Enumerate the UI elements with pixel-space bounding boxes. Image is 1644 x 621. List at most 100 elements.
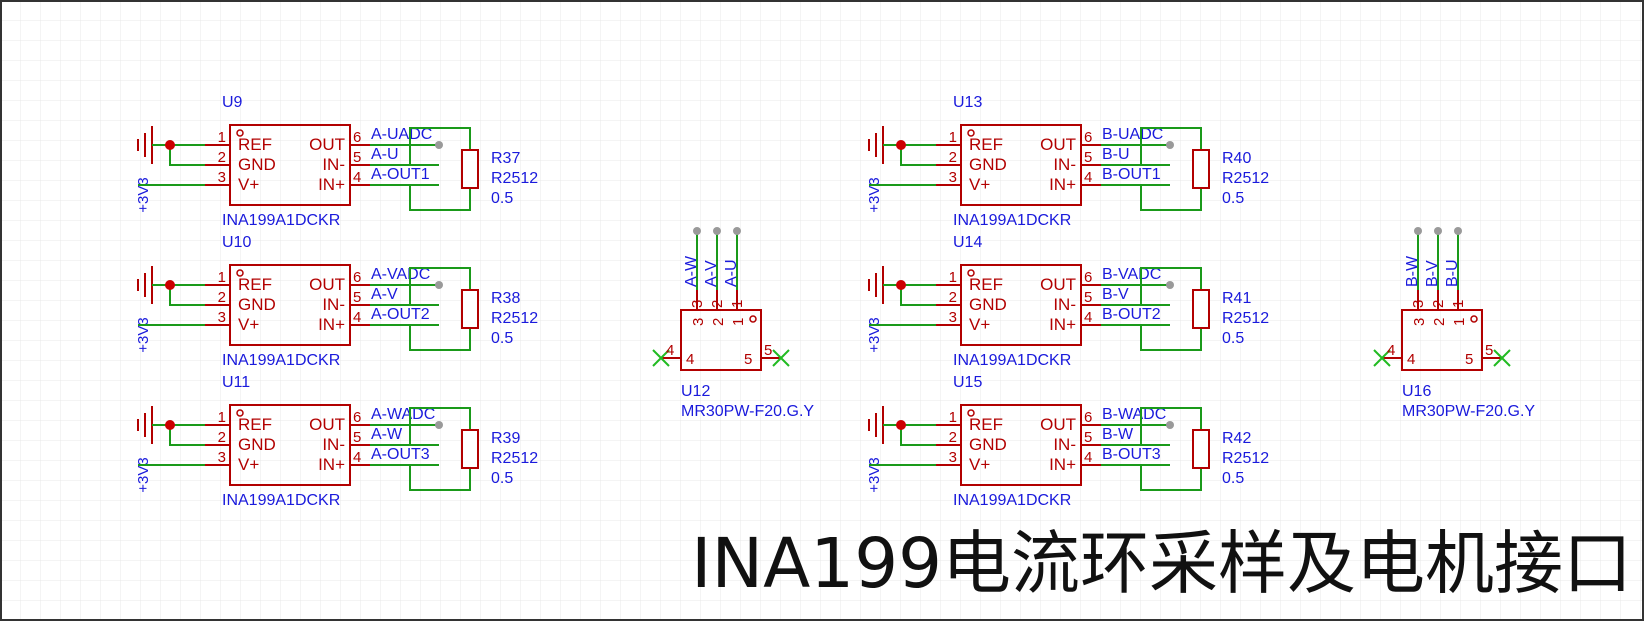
resistor-part: R2512 xyxy=(1222,450,1269,467)
pin-number: 1 xyxy=(218,269,226,286)
resistor-body xyxy=(1192,429,1210,469)
net-label-out: A-OUT3 xyxy=(371,446,430,463)
resistor-value: 0.5 xyxy=(1222,470,1244,487)
pin-number: 5 xyxy=(1485,342,1493,359)
pin-number-inside: 4 xyxy=(1407,351,1415,368)
chip-part-number: INA199A1DCKR xyxy=(222,492,340,509)
resistor-designator: R38 xyxy=(491,290,520,307)
pin-number-inside: 3 xyxy=(690,318,707,326)
no-connect-icon xyxy=(1373,349,1391,367)
resistor-designator: R41 xyxy=(1222,290,1251,307)
net-label: A-U xyxy=(723,259,740,287)
pin-name-inplus: IN+ xyxy=(318,175,345,194)
pin-number-inside: 2 xyxy=(710,318,727,326)
resistor-part: R2512 xyxy=(491,450,538,467)
net-label-in: A-W xyxy=(371,426,403,443)
net-label: B-W xyxy=(1404,255,1421,287)
net-label-out: A-OUT1 xyxy=(371,166,430,183)
resistor-wire xyxy=(1101,407,1202,446)
pin-number: 3 xyxy=(949,169,957,186)
net-label-in: B-U xyxy=(1102,146,1130,163)
pin-number-inside: 5 xyxy=(744,351,752,368)
pin-number: 5 xyxy=(353,289,361,306)
pin-name-out: OUT xyxy=(1040,415,1076,434)
ref-gnd-tie xyxy=(900,285,936,306)
pin1-marker xyxy=(1470,315,1478,323)
pin-name-vplus: V+ xyxy=(969,315,990,334)
net-flag-dot xyxy=(1454,227,1462,235)
pin-name-out: OUT xyxy=(1040,135,1076,154)
pin-number: 3 xyxy=(218,449,226,466)
no-connect-icon xyxy=(652,349,670,367)
power-label: +3V3 xyxy=(135,317,152,352)
power-label: +3V3 xyxy=(135,457,152,492)
pin-number: 2 xyxy=(949,149,957,166)
pin1-marker xyxy=(967,409,975,417)
pin-number: 5 xyxy=(1084,149,1092,166)
pin-name-vplus: V+ xyxy=(969,175,990,194)
net-label-out: B-OUT3 xyxy=(1102,446,1161,463)
chip-designator: U14 xyxy=(953,234,982,251)
resistor-wire xyxy=(370,324,471,351)
pin-name-vplus: V+ xyxy=(238,175,259,194)
pin-number: 5 xyxy=(1084,289,1092,306)
net-flag-dot xyxy=(1166,141,1174,149)
ref-gnd-tie xyxy=(169,145,205,166)
pin-name-vplus: V+ xyxy=(238,315,259,334)
net-label: A-V xyxy=(703,260,720,287)
resistor-value: 0.5 xyxy=(491,330,513,347)
pin-number: 1 xyxy=(949,129,957,146)
pin-number: 3 xyxy=(218,309,226,326)
resistor-part: R2512 xyxy=(1222,170,1269,187)
pin-name-inplus: IN+ xyxy=(1049,315,1076,334)
pin-number: 3 xyxy=(218,169,226,186)
net-label-out: B-OUT2 xyxy=(1102,306,1161,323)
ina199-block: +3V3123REFGNDV+OUTIN-IN+654U13INA199A1DC… xyxy=(866,94,1269,229)
junction-dot xyxy=(165,140,175,150)
no-connect-icon xyxy=(772,349,790,367)
pin-name-inplus: IN+ xyxy=(1049,175,1076,194)
chip-part-number: INA199A1DCKR xyxy=(953,492,1071,509)
net-flag-dot xyxy=(1414,227,1422,235)
pin-number: 6 xyxy=(353,269,361,286)
net-label: B-V xyxy=(1424,260,1441,287)
pin-number: 1 xyxy=(949,269,957,286)
net-flag-dot xyxy=(435,281,443,289)
pin-number: 6 xyxy=(1084,129,1092,146)
pin-name-inminus: IN- xyxy=(1053,155,1076,174)
net-label: A-W xyxy=(683,255,700,287)
pin-number: 6 xyxy=(1084,269,1092,286)
pin-name-gnd: GND xyxy=(969,435,1007,454)
net-label-adc: B-VADC xyxy=(1102,266,1161,283)
power-label: +3V3 xyxy=(135,177,152,212)
net-label: B-U xyxy=(1444,259,1461,287)
power-label: +3V3 xyxy=(866,177,883,212)
pin-number: 6 xyxy=(353,129,361,146)
pin-number: 1 xyxy=(729,300,746,308)
connector-designator: U12 xyxy=(681,383,710,400)
resistor-wire xyxy=(1101,324,1202,351)
pin-number: 5 xyxy=(353,149,361,166)
resistor-body xyxy=(461,149,479,189)
pin-name-gnd: GND xyxy=(969,295,1007,314)
pin-number: 2 xyxy=(218,149,226,166)
pin-number: 5 xyxy=(353,429,361,446)
resistor-designator: R37 xyxy=(491,150,520,167)
connector-part-number: MR30PW-F20.G.Y xyxy=(681,403,814,420)
chip-part-number: INA199A1DCKR xyxy=(222,352,340,369)
net-label-in: A-U xyxy=(371,146,399,163)
pin-name-ref: REF xyxy=(969,135,1003,154)
pin-number: 5 xyxy=(764,342,772,359)
pin-number: 2 xyxy=(218,429,226,446)
resistor-body xyxy=(1192,289,1210,329)
no-connect-icon xyxy=(1493,349,1511,367)
pin-name-ref: REF xyxy=(238,135,272,154)
resistor-part: R2512 xyxy=(491,310,538,327)
pin-name-gnd: GND xyxy=(238,435,276,454)
pin-number-inside: 3 xyxy=(1411,318,1428,326)
net-flag-dot xyxy=(435,141,443,149)
junction-dot xyxy=(165,420,175,430)
